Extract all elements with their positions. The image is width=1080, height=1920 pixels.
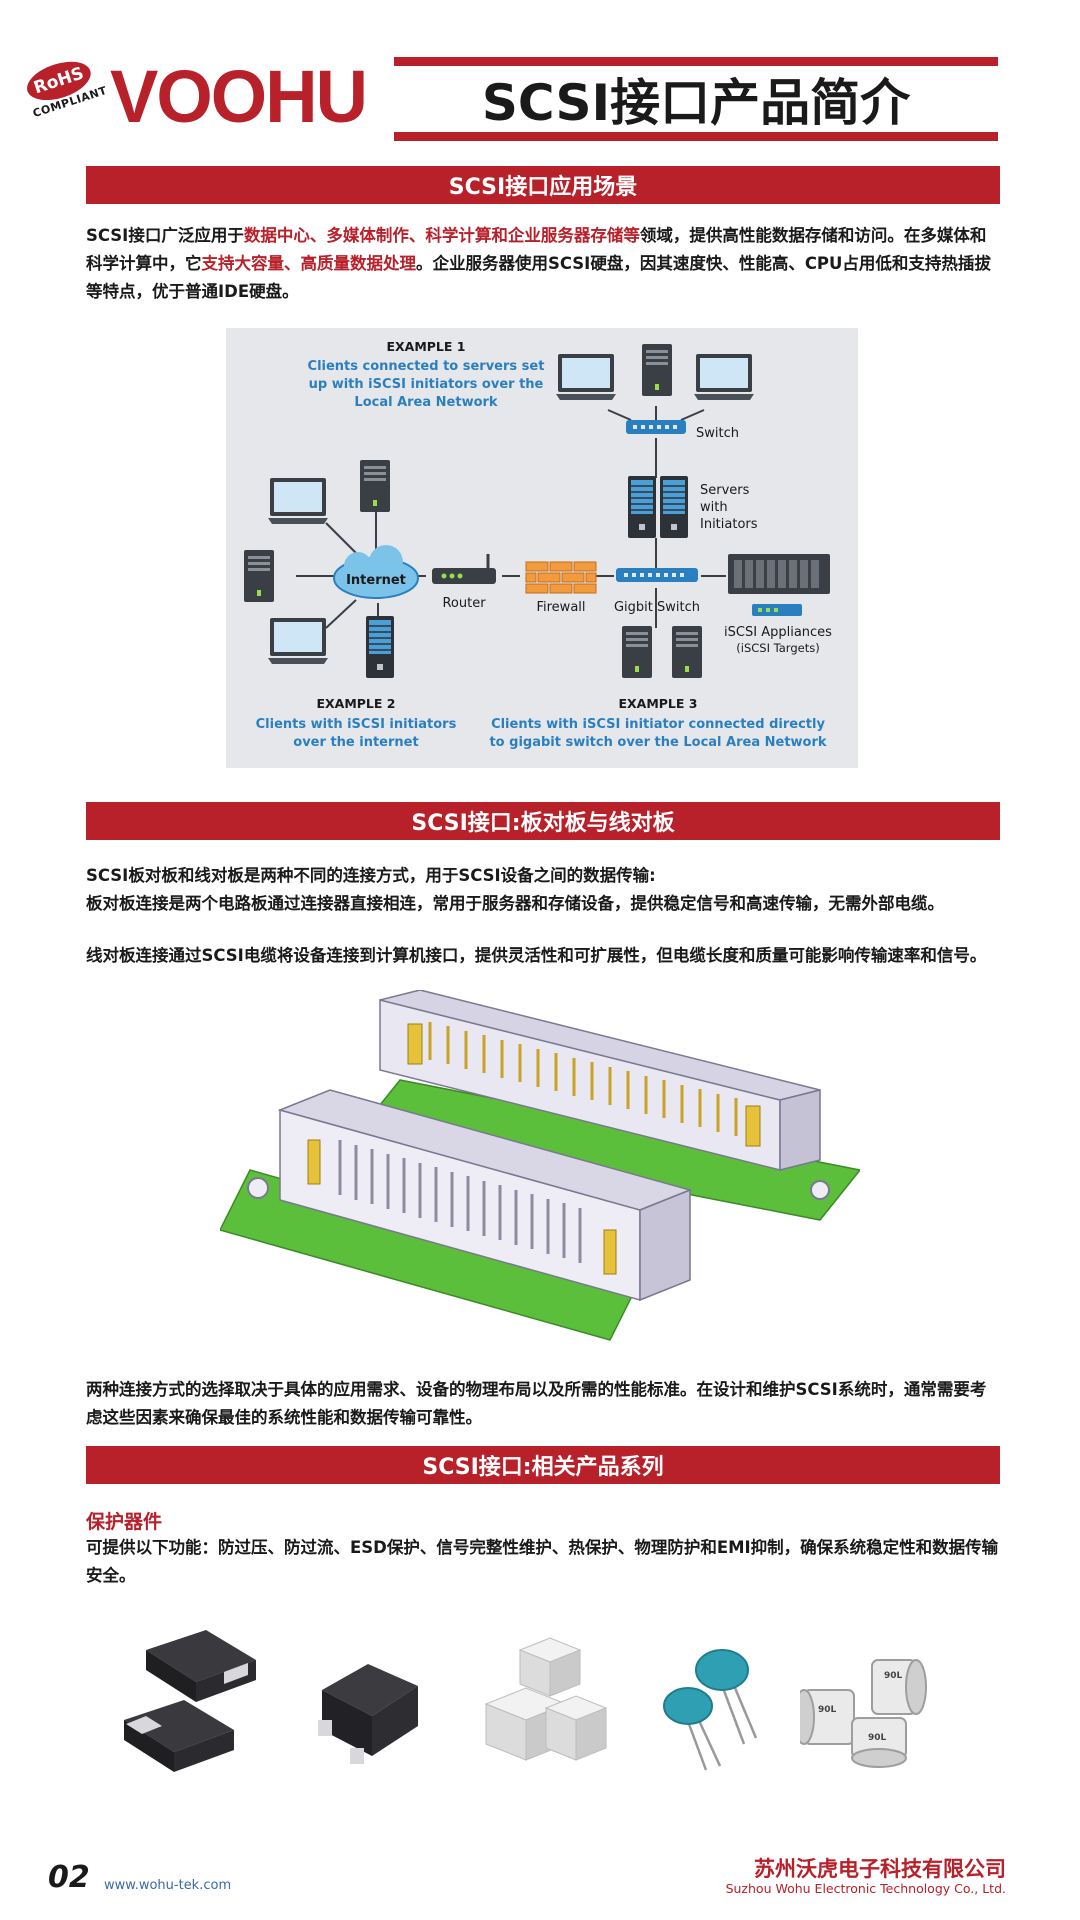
desktop-tower-icon [622, 626, 652, 678]
varistor-icon [695, 1649, 758, 1745]
gas-discharge-tube-icon: 90L [851, 1717, 907, 1768]
connector-contacts [338, 1140, 582, 1263]
board-intro-paragraph: SCSI板对板和线对板是两种不同的连接方式，用于SCSI设备之间的数据传输: [86, 866, 656, 885]
desktop-tower-icon [360, 460, 390, 512]
scsi-connector-illustration [220, 990, 860, 1341]
server-icon [659, 475, 689, 539]
rohs-badge: RoHS COMPLIANT [15, 46, 118, 139]
para-highlight: 数据中心、多媒体制作、科学计算和企业服务器存储等 [243, 226, 640, 245]
servers-label-line2: with [700, 500, 728, 515]
varistor-product-image [663, 1649, 758, 1771]
laptop-icon [268, 478, 328, 524]
para-text: SCSI接口广泛应用于 [86, 226, 244, 245]
page-number: 02 [48, 1860, 90, 1895]
section-title-board-to-board: SCSI接口:板对板与线对板 [86, 802, 1000, 840]
servers-label-line3: Initiators [700, 517, 758, 532]
example3-title: EXAMPLE 3 [618, 696, 697, 711]
iscsi-network-diagram: EXAMPLE 1 Clients connected to servers s… [226, 328, 858, 768]
appliances-label: iSCSI Appliances [724, 625, 832, 640]
switch-label: Switch [696, 426, 739, 441]
smb-diode-icon [124, 1700, 234, 1772]
title-rule-top [394, 57, 998, 66]
laptop-icon [694, 354, 754, 400]
internet-label: Internet [346, 573, 406, 588]
example3-line2: to gigabit switch over the Local Area Ne… [489, 735, 826, 750]
company-name-english: Suzhou Wohu Electronic Technology Co., L… [725, 1881, 1006, 1896]
example2-line2: over the internet [293, 735, 418, 750]
example3-line1: Clients with iSCSI initiator connected d… [491, 717, 825, 732]
chip-component-icon [518, 1637, 582, 1697]
gas-discharge-tube-icon: 90L [800, 1689, 855, 1745]
page-title: SCSI接口产品简介 [481, 74, 911, 132]
applications-paragraph: SCSI接口广泛应用于数据中心、多媒体制作、科学计算和企业服务器存储等领域，提供… [86, 222, 1000, 306]
tube-marking: 90L [868, 1733, 887, 1743]
connector-pins [428, 1022, 738, 1136]
protection-devices-heading: 保护器件 [86, 1511, 163, 1533]
wire-to-board-paragraph: 线对板连接通过SCSI电缆将设备连接到计算机接口，提供灵活性和可扩展性，但电缆长… [86, 946, 987, 965]
example1-line2: up with iSCSI initiators over the [309, 377, 544, 392]
switch-icon [626, 420, 686, 434]
website-link[interactable]: www.wohu-tek.com [104, 1878, 232, 1893]
example1-title: EXAMPLE 1 [386, 339, 465, 354]
chip-component-product-image [484, 1637, 608, 1761]
gas-discharge-tube-icon: 90L [871, 1659, 927, 1715]
sod-package-product-image [318, 1664, 418, 1764]
desktop-tower-icon [244, 550, 274, 602]
section-title-products: SCSI接口:相关产品系列 [86, 1446, 1000, 1484]
gas-discharge-tube-product-image: 90L 90L 90L [800, 1659, 927, 1768]
varistor-icon [663, 1687, 722, 1771]
board-to-board-paragraph: 板对板连接是两个电路板通过连接器直接相连，常用于服务器和存储设备，提供稳定信号和… [86, 894, 944, 913]
laptop-icon [268, 618, 328, 664]
firewall-label: Firewall [536, 600, 585, 615]
chip-component-icon [544, 1695, 608, 1761]
smb-diode-product-image [124, 1630, 256, 1772]
server-icon [365, 615, 395, 679]
desktop-tower-icon [642, 344, 672, 396]
para-highlight: 支持大容量、高质量数据处理 [201, 254, 417, 273]
para-text: 领域，提供高性能数据存储和访问。在多媒体和科学计算中，它 [86, 226, 987, 273]
internet-cloud-icon [333, 545, 419, 599]
section-title-applications: SCSI接口应用场景 [86, 166, 1000, 204]
laptop-icon [556, 354, 616, 400]
example1-line3: Local Area Network [354, 395, 498, 410]
example2-line1: Clients with iSCSI initiators [256, 717, 457, 732]
desktop-tower-icon [672, 626, 702, 678]
gigabit-switch-label: Gigbit Switch [614, 600, 700, 615]
router-icon [432, 554, 496, 584]
server-icon [627, 475, 657, 539]
sod-package-icon [318, 1664, 418, 1764]
servers-label-line1: Servers [700, 483, 750, 498]
storage-array-icon [728, 554, 830, 594]
gigabit-switch-icon [616, 568, 698, 582]
example1-line1: Clients connected to servers set [308, 359, 545, 374]
connection-choice-paragraph: 两种连接方式的选择取决于具体的应用需求、设备的物理布局以及所需的性能标准。在设计… [86, 1380, 987, 1427]
router-label: Router [442, 596, 486, 611]
protection-paragraph: 可提供以下功能：防过压、防过流、ESD保护、信号完整性维护、热保护、物理防护和E… [86, 1538, 999, 1585]
title-rule-bottom [394, 132, 998, 141]
example2-title: EXAMPLE 2 [316, 696, 395, 711]
tube-marking: 90L [884, 1671, 903, 1681]
appliances-sublabel: (iSCSI Targets) [736, 641, 819, 655]
firewall-icon [525, 561, 597, 594]
brand-wordmark: VOOHU [110, 56, 366, 136]
para-text: 。企业服务器使用SCSI硬盘，因其速度快、性能高、CPU占用低和支持热插拔等特点… [86, 254, 991, 301]
smb-diode-icon [146, 1630, 256, 1702]
tube-marking: 90L [818, 1705, 837, 1715]
appliance-icon [752, 604, 802, 616]
voohu-logo: VOOHU [110, 56, 368, 136]
company-name-chinese: 苏州沃虎电子科技有限公司 [754, 1857, 1006, 1881]
